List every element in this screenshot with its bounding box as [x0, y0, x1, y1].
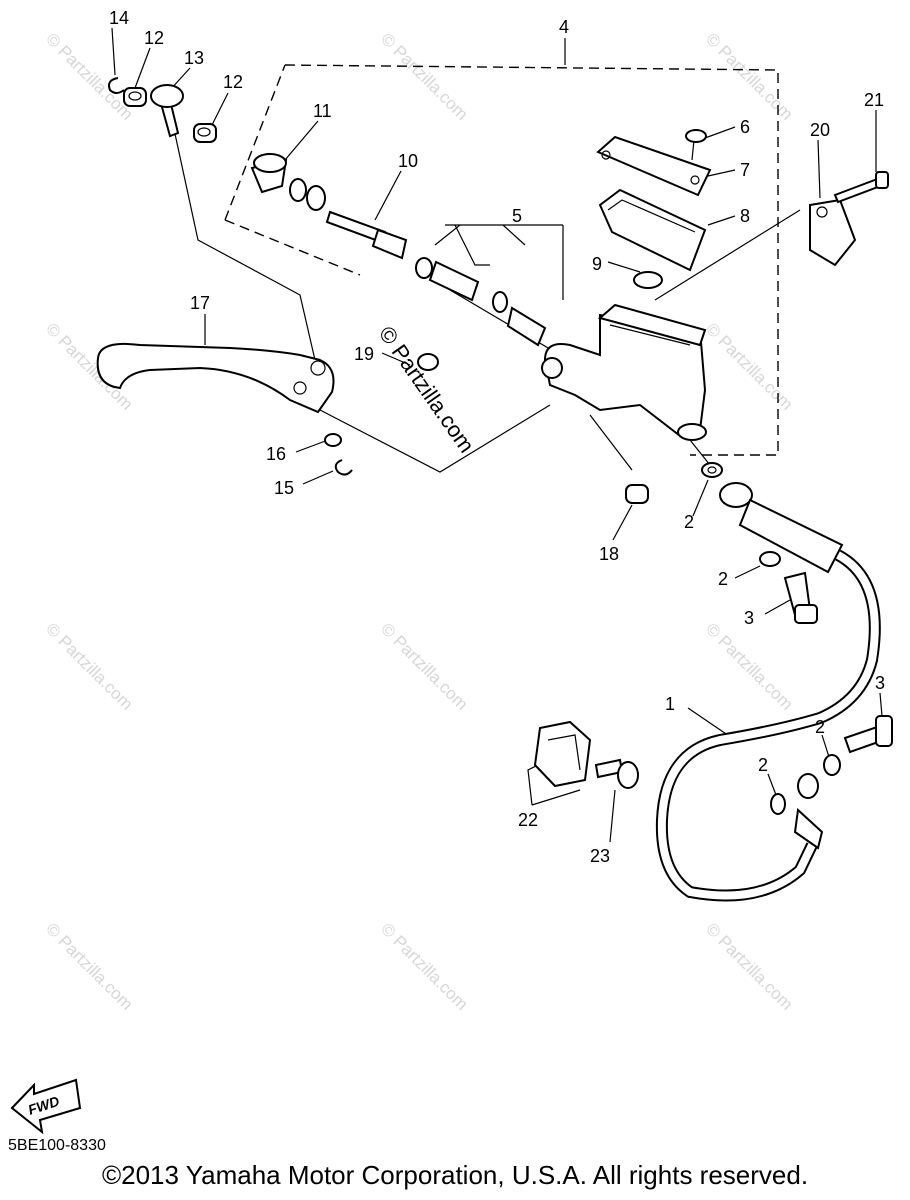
watermark: © Partzilla.com [377, 29, 471, 123]
callout-14: 14 [109, 8, 129, 28]
gasket-2a [701, 462, 723, 478]
reservoir-cap-7 [596, 135, 712, 197]
callout-13: 13 [184, 48, 204, 68]
fwd-arrow: FWD [10, 1078, 82, 1135]
washer-16 [324, 433, 342, 447]
circlip-14 [108, 77, 125, 94]
callout-8: 8 [740, 206, 750, 226]
callout-labels: 14 12 13 12 11 10 4 5 6 7 8 9 20 21 19 1… [109, 8, 885, 866]
callout-19: 19 [354, 344, 374, 364]
assembly-outline [224, 64, 779, 456]
dust-boot-11 [250, 153, 326, 211]
callout-2: 2 [718, 569, 728, 589]
leader-lines [111, 27, 883, 843]
watermark: © Partzilla.com [702, 319, 796, 413]
nut-12a [123, 87, 147, 107]
copyright-notice: ©2013 Yamaha Motor Corporation, U.S.A. A… [101, 1160, 809, 1190]
callout-2: 2 [758, 755, 768, 775]
diagram-code: 5BE100-8330 [8, 1137, 106, 1154]
watermark: © Partzilla.com [702, 619, 796, 713]
gasket-2d [770, 793, 786, 815]
bolt-23 [594, 758, 639, 789]
union-bolt-3b [843, 715, 893, 754]
callout-22: 22 [518, 810, 538, 830]
nut-18 [625, 484, 649, 504]
circlip-15 [334, 459, 353, 476]
hose-guide-22 [533, 720, 592, 788]
union-bolt-3a [783, 571, 818, 624]
callout-5: 5 [512, 206, 522, 226]
callout-2: 2 [815, 717, 825, 737]
clutch-hose-1 [655, 482, 881, 902]
bolt-21 [833, 171, 889, 204]
watermark: © Partzilla.com [377, 919, 471, 1013]
float-9 [633, 271, 663, 289]
watermark: © Partzilla.com [42, 919, 136, 1013]
callout-18: 18 [599, 544, 619, 564]
callout-1: 1 [665, 694, 675, 714]
watermark: © Partzilla.com [42, 619, 136, 713]
callout-17: 17 [190, 293, 210, 313]
watermark: © Partzilla.com [42, 29, 136, 123]
callout-12: 12 [144, 28, 164, 48]
callout-3: 3 [875, 673, 885, 693]
nut-12b [193, 123, 217, 143]
parts-drawings: FWD [10, 77, 893, 1135]
master-cylinder-body [541, 303, 707, 441]
holder-20 [809, 198, 857, 267]
watermark: © Partzilla.com [702, 919, 796, 1013]
callout-2: 2 [684, 512, 694, 532]
piston-kit-5 [415, 257, 547, 347]
watermark-center: © Partzilla.com [374, 322, 480, 458]
boot-19 [417, 353, 439, 371]
gasket-2c [823, 754, 841, 776]
callout-20: 20 [810, 120, 830, 140]
pivot-bolt-13 [150, 84, 184, 138]
watermark: © Partzilla.com [702, 29, 796, 123]
watermark: © Partzilla.com [377, 619, 471, 713]
callout-4: 4 [559, 17, 569, 37]
callout-3: 3 [744, 608, 754, 628]
push-rod-10 [325, 210, 408, 260]
callout-16: 16 [266, 444, 286, 464]
callout-9: 9 [592, 254, 602, 274]
callout-23: 23 [590, 846, 610, 866]
callout-10: 10 [398, 151, 418, 171]
callout-7: 7 [740, 160, 750, 180]
callout-21: 21 [864, 90, 884, 110]
diaphragm-8 [598, 188, 707, 272]
callout-12: 12 [223, 72, 243, 92]
gasket-2b [759, 551, 781, 567]
callout-11: 11 [313, 101, 332, 121]
callout-15: 15 [274, 478, 294, 498]
callout-6: 6 [740, 117, 750, 137]
clutch-lever-17 [96, 342, 335, 414]
screw-6 [685, 129, 707, 161]
